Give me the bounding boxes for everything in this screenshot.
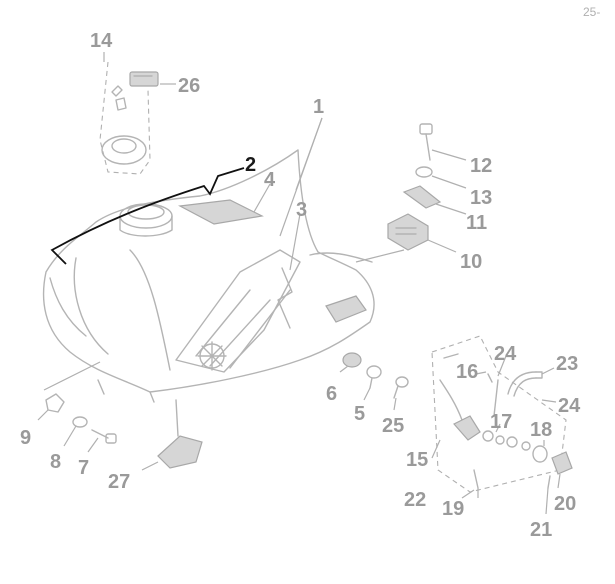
washer-8 [72,416,88,428]
callout-26: 26 [178,75,200,97]
callout-20: 20 [554,493,576,515]
callout-1: 1 [313,96,324,118]
callout-2: 2 [245,154,256,176]
callout-5: 5 [354,403,365,425]
page-reference: 25- [583,5,600,19]
bolt-12 [419,123,433,161]
callout-4: 4 [264,169,276,191]
callout-18: 18 [530,419,552,441]
rubber-mount-10 [387,213,429,251]
fuel-hose-23 [507,371,543,397]
callout-8: 8 [50,451,61,473]
callout-9: 9 [20,427,31,449]
callout-14: 14 [90,30,113,52]
guard-27 [157,399,203,469]
bushing-9 [45,393,65,413]
tank-callout-bracket [50,167,245,265]
callout-24-top: 24 [494,343,517,365]
bolt-5 [366,365,382,389]
leader-lines [37,52,561,515]
callout-12: 12 [470,155,492,177]
bolt-7 [91,429,117,444]
callout-24-right: 24 [558,395,581,417]
callout-15: 15 [406,449,428,471]
callout-21: 21 [530,519,552,541]
screw-25 [393,376,409,399]
fuel-valve-assembly [431,335,573,493]
callout-17: 17 [490,411,512,433]
fuel-tank [42,149,375,403]
callout-27: 27 [108,471,130,493]
callout-25: 25 [382,415,404,437]
callout-16: 16 [456,361,478,383]
bracket-11 [402,185,442,209]
callout-11: 11 [466,212,487,234]
callout-3: 3 [296,199,307,221]
grommet-6 [342,352,362,368]
callout-10: 10 [460,251,482,273]
fuel-cap-key [129,71,159,87]
callout-23: 23 [556,353,578,375]
callout-22: 22 [404,489,426,511]
callout-6: 6 [326,383,337,405]
washer-13 [415,166,433,178]
callout-19: 19 [442,498,464,520]
callout-7: 7 [78,457,89,479]
fuel-cap-assembly [99,61,151,175]
callout-labels: 14 26 1 2 4 3 12 13 11 10 9 8 7 6 5 25 2… [20,30,581,541]
callout-13: 13 [470,187,492,209]
